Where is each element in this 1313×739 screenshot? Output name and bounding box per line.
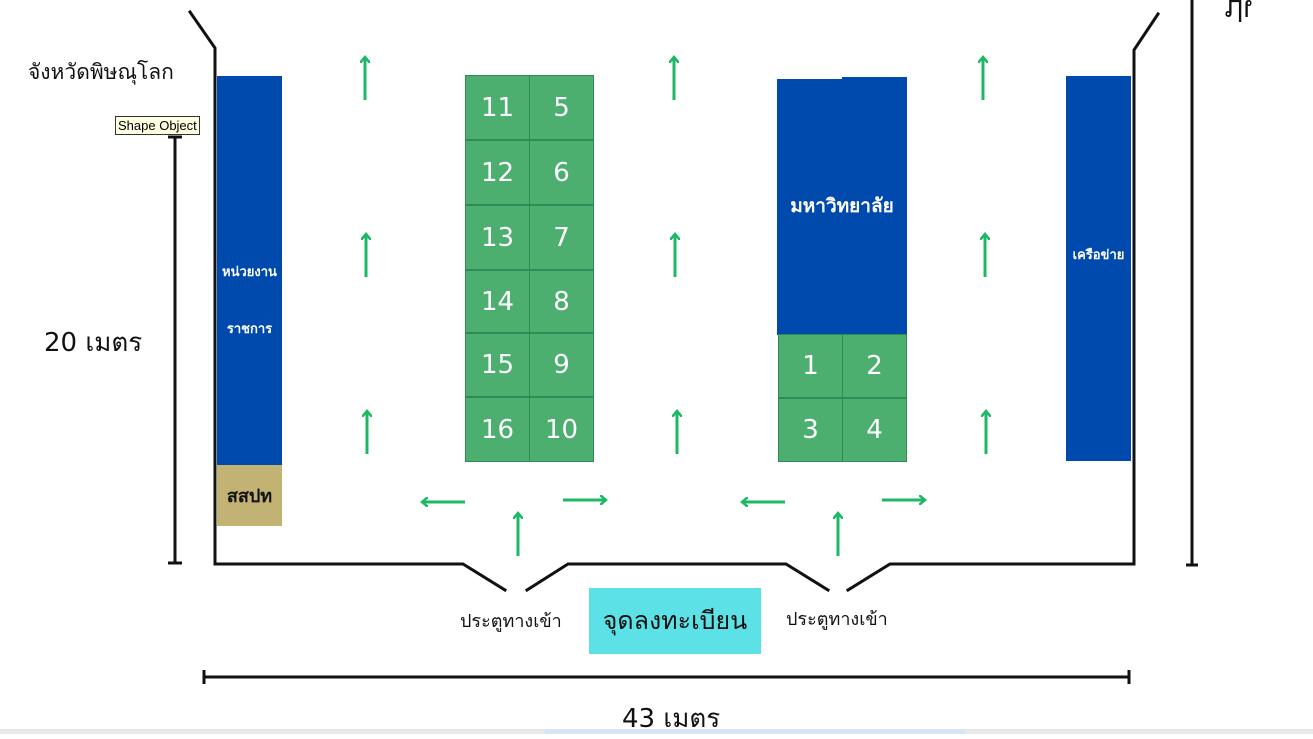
province-label: จังหวัดพิษณุโลก <box>28 60 174 84</box>
zone-university-label: มหาวิทยาลัย <box>790 195 894 217</box>
booth[interactable]: 13 <box>465 205 530 270</box>
booth-number: 1 <box>802 351 819 381</box>
booth[interactable]: 3 <box>778 398 843 462</box>
horizontal-scrollbar[interactable] <box>0 729 1313 734</box>
top-right-partial-text: ปเ <box>1224 0 1254 27</box>
flow-arrows <box>365 58 986 556</box>
booth[interactable]: 14 <box>465 270 530 333</box>
zone-government[interactable]: หน่วยงาน ราชการ <box>217 76 282 465</box>
entrance-right-label: ประตูทางเข้า <box>786 609 888 630</box>
registration-point[interactable]: จุดลงทะเบียน <box>589 588 761 654</box>
scrollbar-thumb[interactable] <box>545 729 965 734</box>
booth[interactable]: 12 <box>465 140 530 205</box>
booth-number: 7 <box>553 222 570 253</box>
booth[interactable]: 10 <box>529 397 594 462</box>
booth-number: 14 <box>480 286 515 317</box>
booth-number: 11 <box>480 92 515 123</box>
booth[interactable]: 1 <box>778 334 843 398</box>
zone-network-label: เครือข่าย <box>1072 248 1125 263</box>
registration-label: จุดลงทะเบียน <box>602 606 748 635</box>
zone-sspt-label: สสปท <box>226 486 273 507</box>
booth[interactable]: 15 <box>465 333 530 397</box>
booth-number: 6 <box>553 157 570 188</box>
booth-number: 15 <box>480 350 515 380</box>
zone-sspt[interactable]: สสปท <box>217 465 282 526</box>
booth[interactable]: 11 <box>465 75 530 140</box>
zone-university-notch <box>777 77 842 79</box>
width-dimension-bar <box>202 670 1131 684</box>
booth-number: 3 <box>802 415 819 445</box>
booth-number: 4 <box>866 415 883 445</box>
booth-number: 5 <box>553 92 570 123</box>
booth-number: 12 <box>480 157 515 188</box>
booth[interactable]: 4 <box>842 398 907 462</box>
booth[interactable]: 6 <box>529 140 594 205</box>
booth-number: 2 <box>866 351 883 381</box>
height-dimension-bar <box>168 135 182 565</box>
booth[interactable]: 5 <box>529 75 594 140</box>
right-dimension-bar <box>1186 0 1198 567</box>
booth[interactable]: 7 <box>529 205 594 270</box>
center-booth-grid: 11 12 13 14 15 16 5 6 7 8 9 10 <box>465 75 594 462</box>
booth[interactable]: 9 <box>529 333 594 397</box>
middle-wall <box>524 562 831 593</box>
booth-number: 8 <box>553 286 570 317</box>
zone-government-label-line1: หน่วยงาน <box>222 265 277 280</box>
shape-object-tooltip: Shape Object <box>115 116 200 135</box>
height-dimension-label: 20 เมตร <box>44 328 143 358</box>
left-wall <box>187 9 508 593</box>
booth-number: 16 <box>480 414 515 445</box>
zone-government-label-line2: ราชการ <box>226 322 273 337</box>
booth-number: 13 <box>480 222 515 253</box>
zone-network[interactable]: เครือข่าย <box>1066 76 1131 461</box>
booth-number: 10 <box>544 414 579 445</box>
zone-university[interactable]: มหาวิทยาลัย <box>777 77 907 335</box>
entrance-left-label: ประตูทางเข้า <box>460 611 562 632</box>
booth[interactable]: 16 <box>465 397 530 462</box>
booth[interactable]: 2 <box>842 334 907 398</box>
booth[interactable]: 8 <box>529 270 594 333</box>
university-booth-grid: 1 2 3 4 <box>778 334 907 462</box>
right-wall <box>845 11 1161 593</box>
booth-number: 9 <box>553 350 570 380</box>
